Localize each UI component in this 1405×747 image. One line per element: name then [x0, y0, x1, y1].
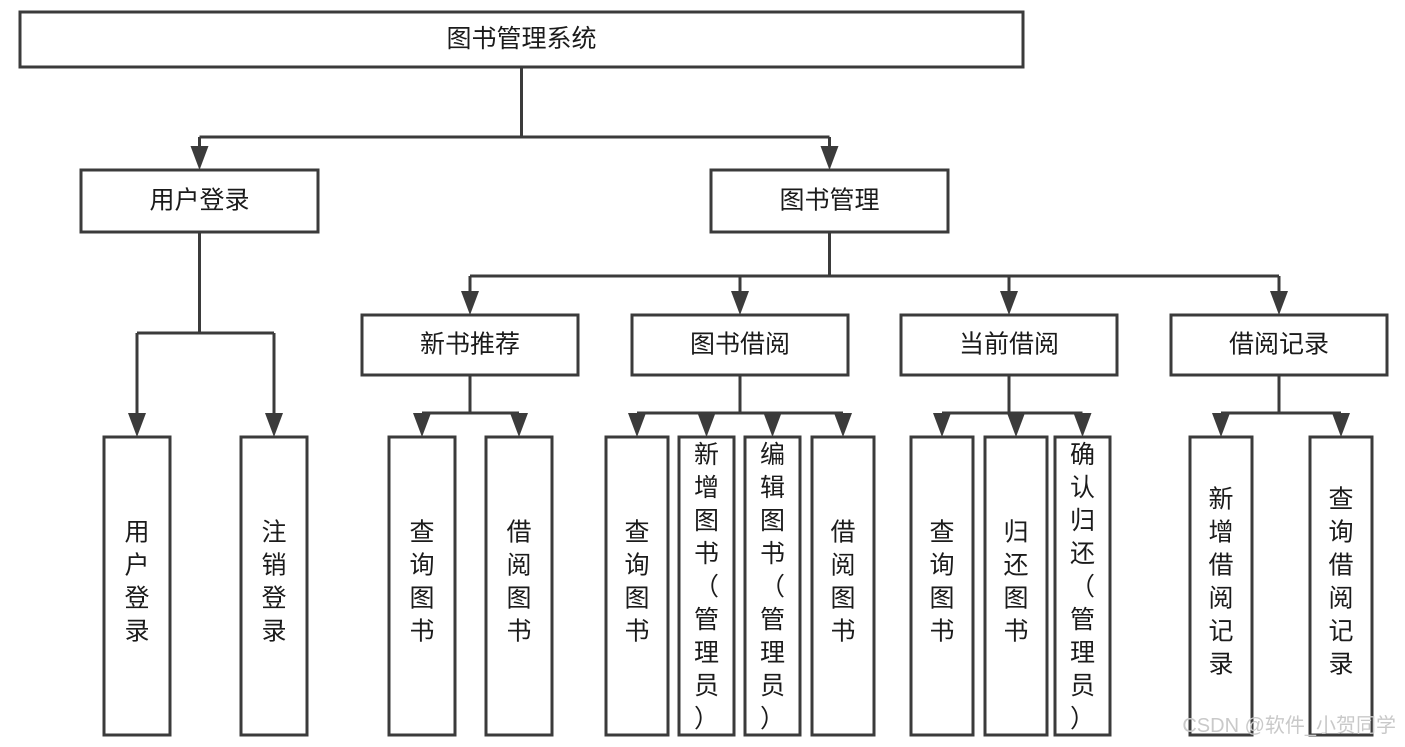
node-box-leaf-query-book-cb[interactable]: [909, 435, 975, 737]
arrow-head-icon: [1000, 291, 1018, 315]
arrow-head-icon: [933, 413, 951, 437]
node-label-current-borrow: 当前借阅: [959, 331, 1059, 359]
node-leaf-return-book[interactable]: 归还图书: [983, 435, 1049, 737]
node-label-leaf-confirm-return-admin: 确认归还（管理员）: [1070, 441, 1095, 733]
node-box-leaf-add-borrow-record[interactable]: [1188, 435, 1254, 737]
node-box-leaf-query-book-rec[interactable]: [387, 435, 457, 737]
node-box-leaf-return-book[interactable]: [983, 435, 1049, 737]
arrow-head-icon: [265, 413, 283, 437]
node-label-leaf-add-borrow-record: 新增借阅记录: [1208, 486, 1233, 679]
arrow-head-icon: [763, 413, 782, 437]
arrow-head-icon: [1332, 413, 1350, 437]
node-label-leaf-add-book-admin: 新增图书（管理员）: [694, 441, 719, 733]
node-box-new-book-recommend[interactable]: [360, 313, 580, 377]
arrow-head-icon: [1073, 413, 1092, 437]
node-label-book-borrow: 图书借阅: [690, 331, 790, 359]
arrow-head-icon: [820, 146, 839, 170]
node-current-borrow[interactable]: 当前借阅: [899, 313, 1119, 377]
node-leaf-query-borrow-record[interactable]: 查询借阅记录: [1308, 435, 1374, 737]
node-book-management[interactable]: 图书管理: [709, 168, 950, 234]
arrow-head-icon: [1270, 291, 1288, 315]
csdn-watermark: CSDN @软件_小贺同学: [1182, 714, 1396, 737]
node-label-leaf-query-book-rec: 查询图书: [409, 519, 434, 646]
node-label-leaf-return-book: 归还图书: [1003, 519, 1028, 646]
node-book-borrow[interactable]: 图书借阅: [630, 313, 850, 377]
node-box-leaf-add-book-admin[interactable]: [677, 435, 736, 737]
arrow-head-icon: [731, 291, 749, 315]
node-label-leaf-user-login: 用户登录: [124, 519, 149, 646]
node-leaf-query-book-rec[interactable]: 查询图书: [387, 435, 457, 737]
arrow-head-icon: [628, 413, 646, 437]
node-box-leaf-edit-book-admin[interactable]: [743, 435, 802, 737]
node-box-borrow-record[interactable]: [1169, 313, 1389, 377]
node-box-leaf-user-login[interactable]: [102, 435, 172, 737]
arrow-head-icon: [190, 146, 209, 170]
node-leaf-add-book-admin[interactable]: 新增图书（管理员）: [677, 435, 736, 737]
node-layer: 图书管理系统用户登录图书管理新书推荐图书借阅当前借阅借阅记录用户登录注销登录查询…: [18, 10, 1389, 737]
arrow-head-icon: [834, 413, 852, 437]
node-label-user-login: 用户登录: [149, 187, 249, 215]
node-box-book-borrow[interactable]: [630, 313, 850, 377]
node-label-leaf-query-book-cb: 查询图书: [929, 519, 954, 646]
arrow-head-icon: [697, 413, 716, 437]
node-label-leaf-query-borrow-record: 查询借阅记录: [1328, 486, 1353, 679]
node-leaf-borrow-book-rec[interactable]: 借阅图书: [484, 435, 554, 737]
arrow-head-icon: [128, 413, 146, 437]
arrow-head-icon: [1212, 413, 1230, 437]
node-leaf-query-book-bb[interactable]: 查询图书: [604, 435, 670, 737]
node-box-user-login[interactable]: [79, 168, 320, 234]
arrow-head-icon: [461, 291, 479, 315]
node-new-book-recommend[interactable]: 新书推荐: [360, 313, 580, 377]
node-box-leaf-query-book-bb[interactable]: [604, 435, 670, 737]
node-borrow-record[interactable]: 借阅记录: [1169, 313, 1389, 377]
node-label-leaf-logout: 注销登录: [261, 519, 286, 646]
node-leaf-user-login[interactable]: 用户登录: [102, 435, 172, 737]
node-box-leaf-borrow-book-bb[interactable]: [810, 435, 876, 737]
connector-layer: [128, 67, 1350, 437]
node-leaf-borrow-book-bb[interactable]: 借阅图书: [810, 435, 876, 737]
node-label-leaf-borrow-book-rec: 借阅图书: [506, 519, 531, 646]
arrow-head-icon: [413, 413, 431, 437]
node-box-book-management[interactable]: [709, 168, 950, 234]
node-leaf-confirm-return-admin[interactable]: 确认归还（管理员）: [1053, 435, 1112, 737]
node-leaf-edit-book-admin[interactable]: 编辑图书（管理员）: [743, 435, 802, 737]
node-box-root[interactable]: [18, 10, 1025, 69]
arrow-head-icon: [510, 413, 528, 437]
node-box-leaf-borrow-book-rec[interactable]: [484, 435, 554, 737]
node-label-leaf-edit-book-admin: 编辑图书（管理员）: [760, 441, 785, 733]
node-box-current-borrow[interactable]: [899, 313, 1119, 377]
node-leaf-query-book-cb[interactable]: 查询图书: [909, 435, 975, 737]
node-label-borrow-record: 借阅记录: [1229, 331, 1329, 359]
node-box-leaf-logout[interactable]: [239, 435, 309, 737]
node-user-login[interactable]: 用户登录: [79, 168, 320, 234]
node-label-leaf-borrow-book-bb: 借阅图书: [830, 519, 855, 646]
node-leaf-logout[interactable]: 注销登录: [239, 435, 309, 737]
node-box-leaf-query-borrow-record[interactable]: [1308, 435, 1374, 737]
node-label-new-book-recommend: 新书推荐: [420, 331, 520, 359]
node-label-root: 图书管理系统: [446, 25, 596, 53]
node-label-leaf-query-book-bb: 查询图书: [624, 519, 649, 646]
node-label-book-management: 图书管理: [779, 187, 879, 215]
node-root[interactable]: 图书管理系统: [18, 10, 1025, 69]
node-leaf-add-borrow-record[interactable]: 新增借阅记录: [1188, 435, 1254, 737]
node-box-leaf-confirm-return-admin[interactable]: [1053, 435, 1112, 737]
arrow-head-icon: [1007, 413, 1025, 437]
